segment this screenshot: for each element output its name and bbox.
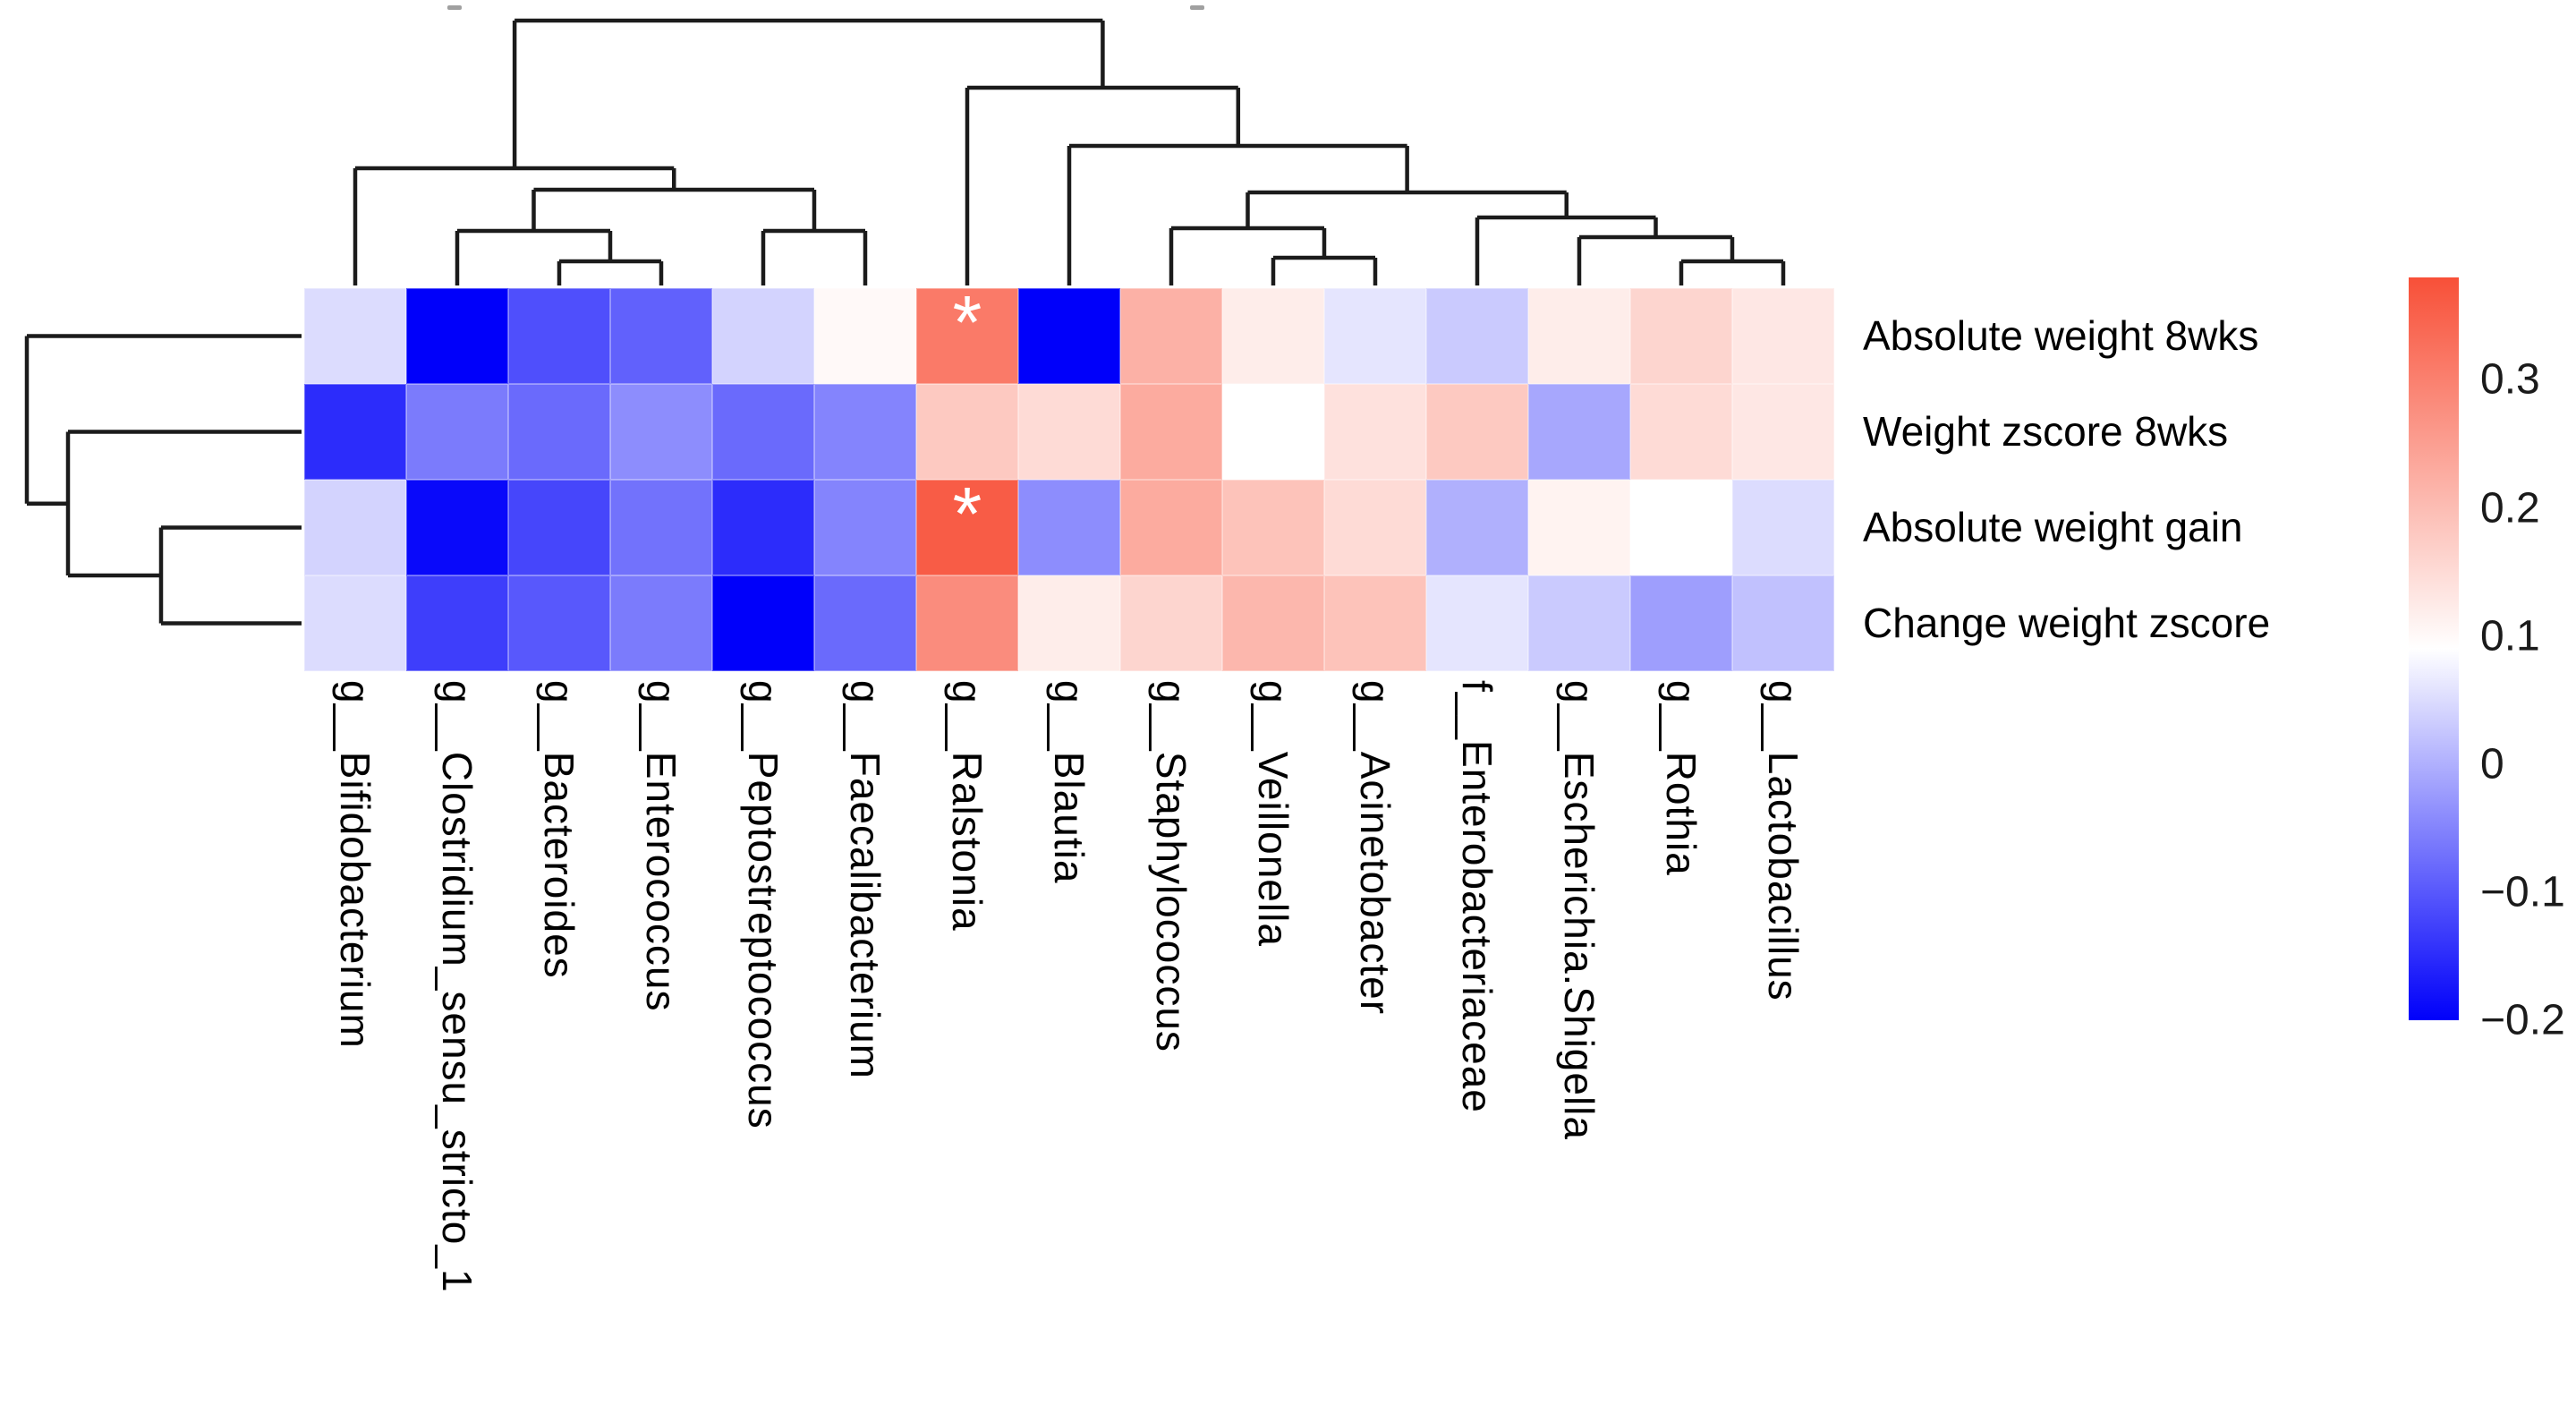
heatmap-cell xyxy=(1630,288,1732,384)
heatmap-cell xyxy=(1018,384,1120,480)
heatmap-cell xyxy=(1222,480,1324,575)
heatmap-cell xyxy=(814,480,916,575)
column-label: g__Bacteroides xyxy=(536,680,582,979)
heatmap-cell xyxy=(508,384,610,480)
column-label: g__Faecalibacterium xyxy=(842,680,888,1080)
heatmap-cell xyxy=(1426,575,1528,671)
stray-mark xyxy=(447,5,462,10)
heatmap-cell xyxy=(610,384,712,480)
column-label: g__Staphylococcus xyxy=(1148,680,1194,1052)
heatmap-cell xyxy=(1528,288,1630,384)
heatmap-cell xyxy=(406,288,508,384)
legend-bar xyxy=(2409,277,2459,1020)
significance-star: * xyxy=(952,279,982,364)
heatmap-cell xyxy=(916,384,1018,480)
heatmap-cell xyxy=(712,480,814,575)
legend-tick-label: 0.2 xyxy=(2480,484,2540,532)
heatmap-cell xyxy=(406,575,508,671)
column-label: g__Enterococcus xyxy=(638,680,684,1012)
stray-mark xyxy=(1190,5,1204,10)
legend-tick-label: 0.3 xyxy=(2480,355,2540,404)
heatmap-cell xyxy=(304,384,406,480)
column-label: f__Enterobacteriaceae xyxy=(1454,680,1501,1113)
heatmap-cell xyxy=(1222,575,1324,671)
heatmap-cell xyxy=(814,288,916,384)
heatmap-cell xyxy=(508,480,610,575)
heatmap-cell xyxy=(1222,288,1324,384)
column-label: g__Bifidobacterium xyxy=(332,680,378,1049)
heatmap-cell xyxy=(1120,288,1222,384)
heatmap-cell xyxy=(1324,288,1426,384)
heatmap-cell xyxy=(1324,384,1426,480)
heatmap-cell xyxy=(1120,575,1222,671)
column-label: g__Escherichia.Shigella xyxy=(1556,680,1603,1140)
heatmap-cell xyxy=(508,288,610,384)
heatmap-cell: * xyxy=(916,476,1018,575)
heatmap-cell xyxy=(1732,384,1834,480)
column-label: g__Rothia xyxy=(1658,680,1705,876)
heatmap-cell xyxy=(610,288,712,384)
heatmap-cell xyxy=(1324,480,1426,575)
legend-tick-label: 0.1 xyxy=(2480,612,2540,660)
heatmap-cell xyxy=(508,575,610,671)
heatmap-cell xyxy=(1018,575,1120,671)
heatmap-cell xyxy=(1732,575,1834,671)
heatmap-cell xyxy=(712,384,814,480)
heatmap-cell xyxy=(304,288,406,384)
column-label: g__Blautia xyxy=(1046,680,1092,884)
heatmap-cell: * xyxy=(916,279,1018,384)
heatmap-cell xyxy=(406,480,508,575)
legend-tick-label: −0.2 xyxy=(2480,996,2565,1044)
heatmap-cell xyxy=(1426,480,1528,575)
column-label: g__Peptostreptococcus xyxy=(740,680,786,1129)
significance-star: * xyxy=(952,471,982,556)
heatmap-grid: ** xyxy=(304,279,1834,671)
heatmap-cell xyxy=(814,384,916,480)
heatmap-cell xyxy=(1426,288,1528,384)
heatmap-cell xyxy=(814,575,916,671)
heatmap-cell xyxy=(712,288,814,384)
heatmap-cell xyxy=(610,480,712,575)
heatmap-cell xyxy=(1324,575,1426,671)
row-label: Change weight zscore xyxy=(1863,600,2271,646)
heatmap-cell xyxy=(1732,288,1834,384)
column-label: g__Veillonella xyxy=(1250,680,1297,947)
heatmap-cell xyxy=(1222,384,1324,480)
legend-tick-label: −0.1 xyxy=(2480,868,2565,916)
heatmap-cell xyxy=(712,575,814,671)
heatmap-cell xyxy=(1528,384,1630,480)
row-label: Absolute weight 8wks xyxy=(1863,312,2259,359)
heatmap-cell xyxy=(1528,480,1630,575)
heatmap-cell xyxy=(304,480,406,575)
column-label: g__Lactobacillus xyxy=(1760,680,1807,1001)
heatmap-cell xyxy=(1630,575,1732,671)
heatmap-cell xyxy=(1732,480,1834,575)
heatmap-cell xyxy=(610,575,712,671)
heatmap-cell xyxy=(1120,384,1222,480)
column-label: g__Clostridium_sensu_stricto_1 xyxy=(434,680,480,1293)
row-label: Weight zscore 8wks xyxy=(1863,408,2229,455)
column-label: g__Acinetobacter xyxy=(1352,680,1399,1016)
heatmap-cell xyxy=(1426,384,1528,480)
legend-tick-label: 0 xyxy=(2480,740,2504,788)
column-label: g__Ralstonia xyxy=(944,680,990,932)
heatmap-cell xyxy=(1120,480,1222,575)
heatmap-cell xyxy=(1018,480,1120,575)
heatmap-cell xyxy=(1528,575,1630,671)
heatmap-cell xyxy=(1630,480,1732,575)
heatmap-cell xyxy=(1018,288,1120,384)
heatmap-cell xyxy=(406,384,508,480)
heatmap-cell xyxy=(304,575,406,671)
heatmap-cell xyxy=(916,575,1018,671)
row-label: Absolute weight gain xyxy=(1863,504,2243,550)
heatmap-cell xyxy=(1630,384,1732,480)
